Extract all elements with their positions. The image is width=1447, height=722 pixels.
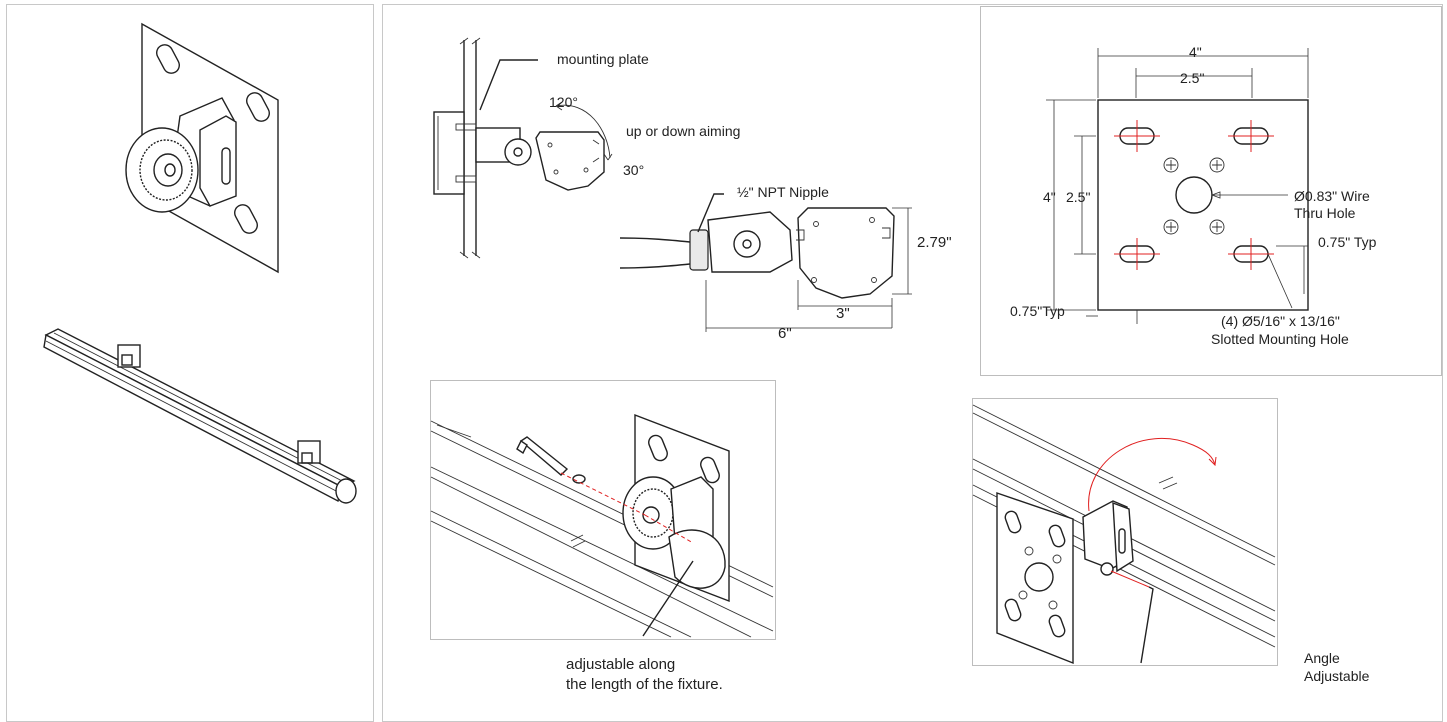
angle-caption-line2: Adjustable (1304, 668, 1370, 684)
angle-down-label: 30° (623, 162, 645, 178)
width-outer-dim: 4" (1189, 44, 1202, 60)
wire-hole-label-line2: Thru Hole (1294, 205, 1356, 221)
wire-hole-label-line1: Ø0.83" Wire (1294, 188, 1370, 204)
slot-label-line2: Slotted Mounting Hole (1211, 331, 1349, 347)
height-dimension: 2.79" (917, 234, 952, 251)
angle-caption-line1: Angle (1304, 650, 1340, 666)
angle-up-label: 120° (549, 94, 578, 110)
nipple-view-drawing (619, 193, 912, 332)
nipple-label: ½" NPT Nipple (737, 184, 829, 200)
edge-right-label: 0.75" Typ (1318, 234, 1377, 250)
height-outer-dim: 4" (1043, 189, 1056, 205)
fixture-isometric-drawing (43, 328, 357, 504)
slot-label-line1: (4) Ø5/16" x 13/16" (1221, 313, 1340, 329)
height-inner-dim: 2.5" (1066, 189, 1091, 205)
angle-detail-drawing (972, 404, 1276, 665)
plate-dimension-drawing (1046, 48, 1309, 324)
aiming-label: up or down aiming (626, 123, 741, 139)
side-view-drawing (433, 37, 613, 259)
install-caption-line2: the length of the fixture. (566, 676, 723, 693)
edge-left-label: 0.75"Typ (1010, 303, 1065, 319)
mounting-plate-label: mounting plate (557, 51, 649, 67)
depth-dimension: 3" (836, 305, 850, 322)
length-dimension: 6" (778, 325, 792, 342)
install-detail-drawing (430, 413, 774, 638)
width-inner-dim: 2.5" (1180, 70, 1205, 86)
install-caption-line1: adjustable along (566, 656, 676, 673)
bracket-isometric-drawing (125, 22, 279, 274)
